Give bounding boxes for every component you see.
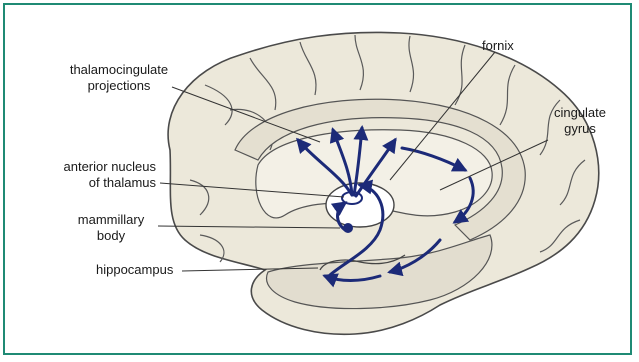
thalamocingulate-projections-label: thalamocingulate projections <box>44 62 194 94</box>
anterior-nucleus-label-line2: of thalamus <box>30 175 156 191</box>
hippocampus-label: hippocampus <box>96 262 173 278</box>
cingulate-gyrus-label-line2: gyrus <box>540 121 620 137</box>
fornix-label: fornix <box>482 38 514 54</box>
cingulate-gyrus-label-line1: cingulate <box>540 105 620 121</box>
thalamocingulate-label-line2: projections <box>44 78 194 94</box>
anterior-nucleus-label-line1: anterior nucleus <box>30 159 156 175</box>
thalamocingulate-label-line1: thalamocingulate <box>44 62 194 78</box>
mammillary-body-label-line1: mammillary <box>66 212 156 228</box>
mammillary-body-label-line2: body <box>66 228 156 244</box>
cingulate-gyrus-label: cingulate gyrus <box>540 105 620 137</box>
anterior-nucleus-label: anterior nucleus of thalamus <box>30 159 156 191</box>
mammillary-body-label: mammillary body <box>66 212 156 244</box>
